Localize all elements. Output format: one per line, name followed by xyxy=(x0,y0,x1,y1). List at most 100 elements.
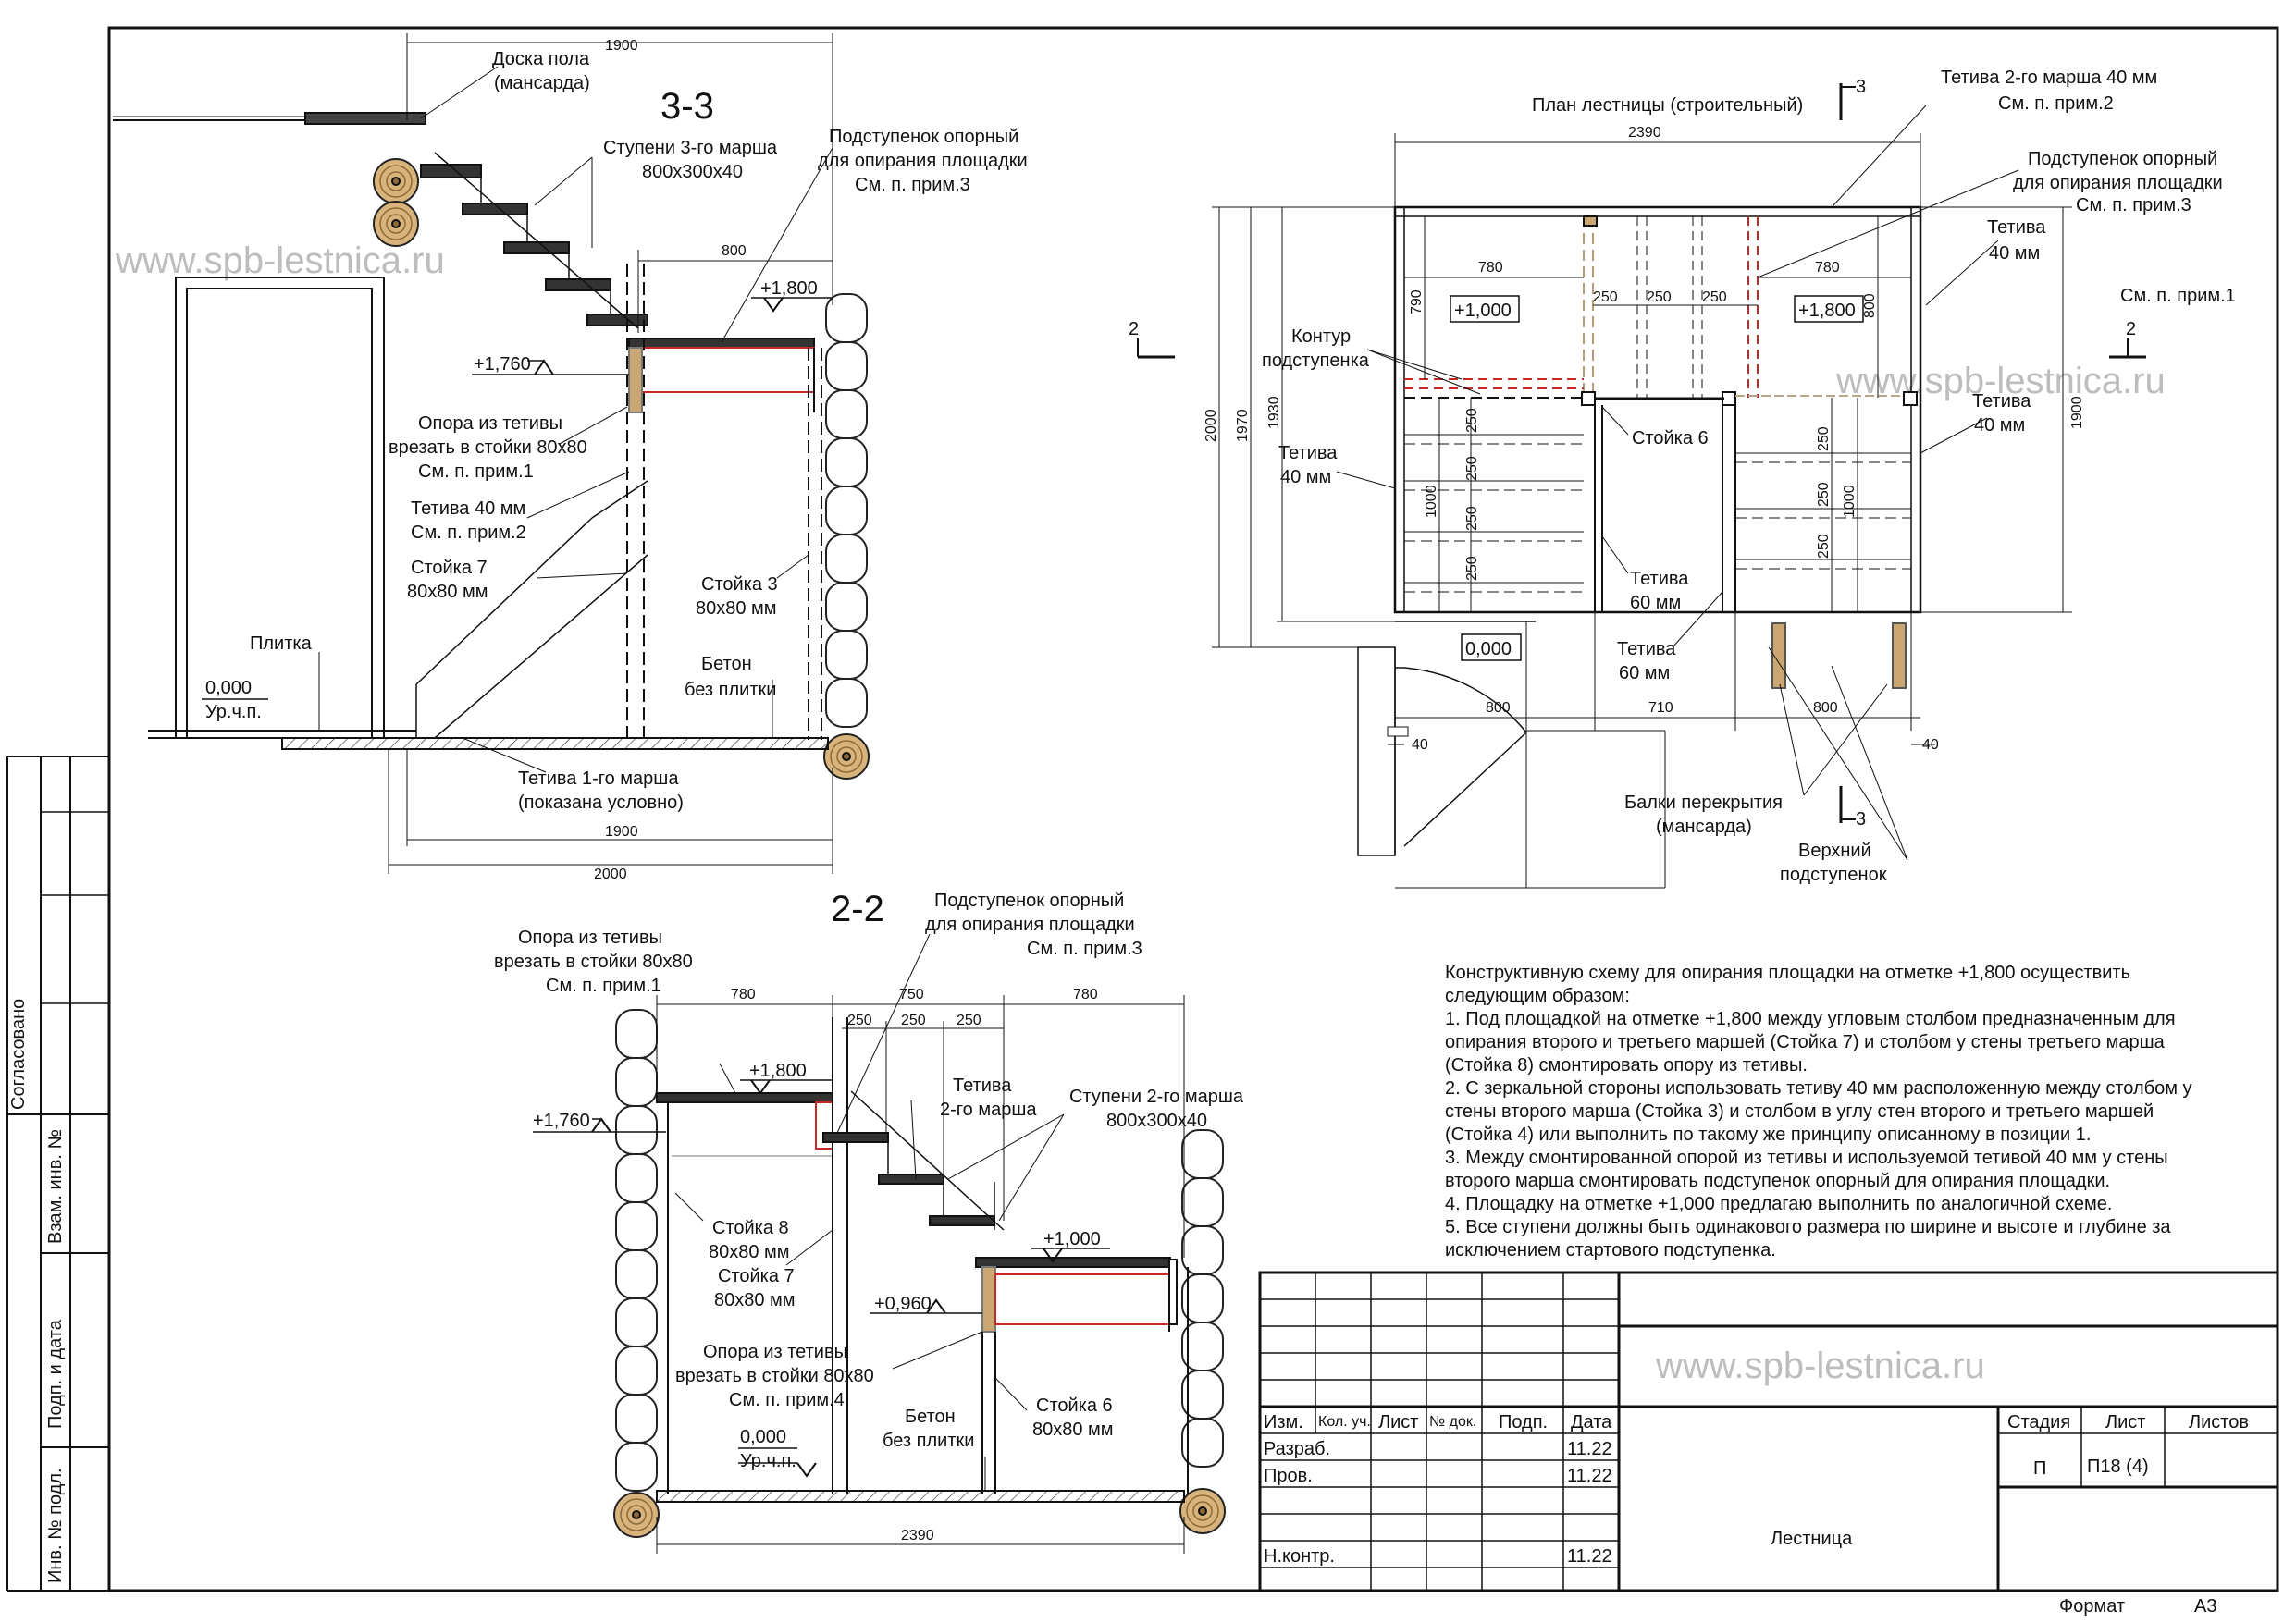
tb-date2: 11.22 xyxy=(1567,1466,1612,1486)
soglasovano-label: Согласовано xyxy=(8,999,29,1110)
s33-dim-800: 800 xyxy=(722,243,747,259)
s33-opora-3: См. п. прим.1 xyxy=(418,461,534,482)
s33-opora-1: Опора из тетивы xyxy=(418,413,562,434)
tb-n-kontr: Н.контр. xyxy=(1264,1546,1335,1567)
s33-stup3-2: 800x300x40 xyxy=(642,162,743,182)
plan-tet2-1: Тетива 2-го марша 40 мм xyxy=(1941,68,2157,88)
plan-dim-780b: 780 xyxy=(1815,260,1840,276)
plan-dim-2000: 2000 xyxy=(1204,409,1219,442)
plan-tet60b-2: 60 мм xyxy=(1619,663,1670,683)
s22-stoyka8-2: 80x80 мм xyxy=(709,1242,790,1262)
note-line: исключением стартового подступенка. xyxy=(1445,1240,1776,1260)
tb-stadiya-value: П xyxy=(2033,1458,2046,1479)
plan-dim-1000l: 1000 xyxy=(1424,485,1439,518)
note-line: 1. Под площадкой на отметке +1,800 между… xyxy=(1445,1009,2176,1029)
plan-dim-1000r: 1000 xyxy=(1842,485,1858,518)
s22-opora4-1: Опора из тетивы xyxy=(703,1342,847,1362)
s22-stoyka6-1: Стойка 6 xyxy=(1036,1396,1113,1416)
plan-dim-710-bot: 710 xyxy=(1648,700,1673,716)
s33-stup3-1: Ступени 3-го марша xyxy=(603,138,778,158)
plan-balki-1: Балки перекрытия xyxy=(1624,793,1783,813)
plan-prim1: См. п. прим.1 xyxy=(2120,286,2236,306)
plan-dim-250l2: 250 xyxy=(1464,456,1480,481)
note-line: 4. Площадку на отметке +1,000 предлагаю … xyxy=(1445,1194,2112,1214)
plan-cut3-bot: 3 xyxy=(1856,809,1866,830)
tb-list-value: П18 (4) xyxy=(2087,1457,2149,1477)
s22-dim-780a: 780 xyxy=(731,987,756,1002)
tb-drawing-name: Лестница xyxy=(1771,1529,1853,1549)
inv-podl-label: Инв. № подл. xyxy=(45,1468,66,1583)
s33-opora-2: врезать в стойки 80x80 xyxy=(389,437,587,458)
note-line: (Стойка 4) или выполнить по такому же пр… xyxy=(1445,1125,2091,1145)
plan-kontur-2: подступенка xyxy=(1262,350,1370,371)
plan-tet40l-1: Тетива xyxy=(1278,443,1338,463)
plan-balki-2: (мансарда) xyxy=(1656,817,1752,837)
s22-level-0960: +0,960 xyxy=(874,1294,932,1314)
s22-tetiva2-1: Тетива xyxy=(953,1076,1012,1096)
plan-level-1000: +1,000 xyxy=(1454,301,1512,321)
plan-dim-800-bot2: 800 xyxy=(1813,700,1838,716)
s33-doska-1: Доска пола xyxy=(492,49,590,69)
note-line: 2. С зеркальной стороны использовать тет… xyxy=(1445,1078,2192,1099)
plan-dim-790: 790 xyxy=(1409,289,1425,314)
s22-level-1800: +1,800 xyxy=(749,1061,807,1081)
note-line: второго марша смонтировать подступенок о… xyxy=(1445,1171,2110,1191)
plan-dim-1900: 1900 xyxy=(2069,396,2085,429)
plan-dim-40r: 40 xyxy=(1922,737,1939,753)
plan-tet40r2-1: Тетива xyxy=(1972,391,2031,412)
plan-dim-1930: 1930 xyxy=(1266,396,1282,429)
s22-opora-3: См. п. прим.1 xyxy=(546,976,661,996)
tb-list: Лист xyxy=(1378,1412,1418,1432)
tb-n-dok: № док. xyxy=(1429,1414,1476,1430)
s22-level-1760: +1,760 xyxy=(533,1111,590,1131)
plan-dim-250c: 250 xyxy=(1702,289,1727,305)
plan-tet40r-1: Тетива xyxy=(1987,217,2046,238)
s33-beton-1: Бетон xyxy=(701,654,752,674)
s33-stoyka7-2: 80x80 мм xyxy=(407,582,488,602)
s33-dim-top: 1900 xyxy=(605,38,638,54)
s22-ur-ch-p: Ур.ч.п. xyxy=(740,1451,796,1471)
plan-dim-250r3: 250 xyxy=(1816,534,1832,559)
plan-dim-250b: 250 xyxy=(1647,289,1672,305)
plan-kontur-1: Контур xyxy=(1291,326,1351,347)
s22-stoyka7-2: 80x80 мм xyxy=(714,1290,796,1310)
tb-listov: Листов xyxy=(2189,1412,2249,1432)
tb-stadiya: Стадия xyxy=(2007,1412,2070,1432)
vzam-inv-label: Взам. инв. № xyxy=(45,1129,66,1244)
plan-dim-1970: 1970 xyxy=(1235,409,1251,442)
note-line: (Стойка 8) смонтировать опору из тетивы. xyxy=(1445,1055,1808,1076)
plan-dim-800r: 800 xyxy=(1862,293,1878,318)
plan-dim-250r1: 250 xyxy=(1816,426,1832,451)
s33-level-1760: +1,760 xyxy=(474,354,531,375)
plan-tet40l-2: 40 мм xyxy=(1280,467,1331,487)
s33-tetiva-2: См. п. прим.2 xyxy=(411,523,526,543)
watermark-2: www.spb-lestnica.ru xyxy=(1835,361,2166,401)
section-3-3-title: 3-3 xyxy=(660,86,714,127)
plan-tet60a-1: Тетива xyxy=(1630,569,1689,589)
s22-dim-780b: 780 xyxy=(1073,987,1098,1002)
s22-stoyka7-1: Стойка 7 xyxy=(718,1266,795,1286)
s22-level-1000: +1,000 xyxy=(1043,1229,1101,1249)
watermark-1: www.spb-lestnica.ru xyxy=(115,240,445,281)
plan-title: План лестницы (строительный) xyxy=(1532,95,1803,116)
plan-dim-250l4: 250 xyxy=(1464,556,1480,581)
s33-plitka: Плитка xyxy=(250,633,313,654)
s33-podst-1: Подступенок опорный xyxy=(829,127,1018,147)
tb-izm: Изм. xyxy=(1264,1412,1303,1432)
plan-dim-780a: 780 xyxy=(1478,260,1503,276)
s22-stoyka8-1: Стойка 8 xyxy=(712,1218,789,1238)
s33-level-1800: +1,800 xyxy=(760,278,818,299)
s22-podst-3: См. п. прим.3 xyxy=(1027,939,1142,959)
s22-opora4-3: См. п. прим.4 xyxy=(729,1390,845,1410)
tb-date1: 11.22 xyxy=(1567,1439,1612,1459)
section-2-2-title: 2-2 xyxy=(831,889,884,929)
plan-dim-800-bot: 800 xyxy=(1486,700,1511,716)
s22-stoyka6-2: 80x80 мм xyxy=(1032,1420,1114,1440)
s33-tet1-2: (показана условно) xyxy=(518,793,684,813)
watermark-3: www.spb-lestnica.ru xyxy=(1655,1346,1985,1386)
plan-tet40r-2: 40 мм xyxy=(1989,243,2040,264)
plan-level-1800: +1,800 xyxy=(1798,301,1856,321)
s22-dim-bot: 2390 xyxy=(901,1528,934,1543)
tb-list-h: Лист xyxy=(2105,1412,2145,1432)
